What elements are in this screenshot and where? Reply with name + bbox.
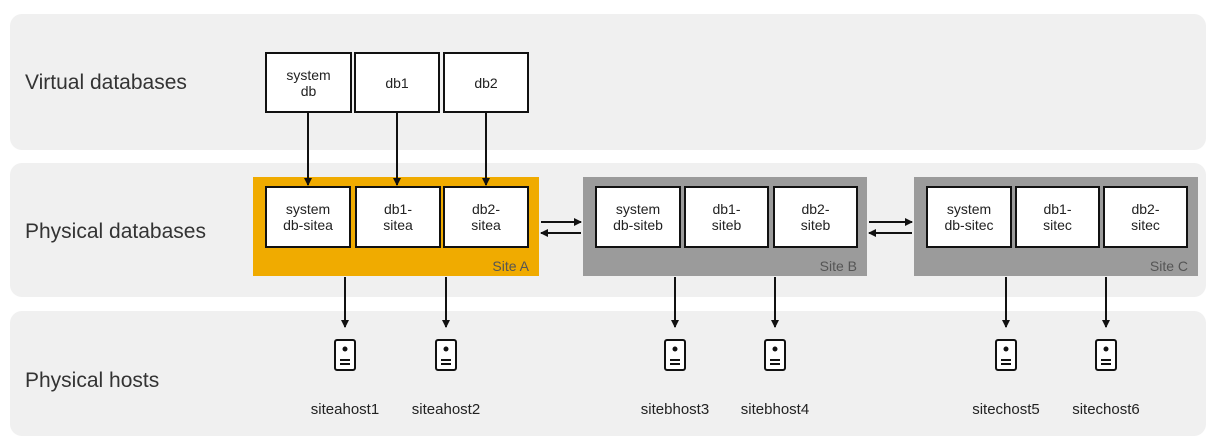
server-icon bbox=[334, 339, 356, 371]
physical-db-db2-sitec: db2- sitec bbox=[1103, 186, 1188, 248]
host-label-3: sitebhost3 bbox=[640, 401, 710, 418]
physical-db-db2-siteb: db2- siteb bbox=[773, 186, 858, 248]
physical-db-systemdb-siteb: system db-siteb bbox=[595, 186, 681, 248]
host-label-5: sitechost5 bbox=[972, 401, 1040, 418]
virtual-databases-band bbox=[10, 14, 1206, 150]
server-icon bbox=[1095, 339, 1117, 371]
physical-db-db2-sitea: db2- sitea bbox=[443, 186, 529, 248]
physical-databases-label: Physical databases bbox=[25, 220, 206, 243]
physical-db-systemdb-sitec: system db-sitec bbox=[926, 186, 1012, 248]
virtual-databases-label: Virtual databases bbox=[25, 71, 187, 94]
server-icon bbox=[764, 339, 786, 371]
physical-db-db1-sitec: db1- sitec bbox=[1015, 186, 1100, 248]
server-icon bbox=[664, 339, 686, 371]
virtual-db-db1: db1 bbox=[354, 52, 440, 113]
site-b-label: Site B bbox=[819, 258, 857, 274]
site-a-label: Site A bbox=[492, 258, 529, 274]
physical-hosts-label: Physical hosts bbox=[25, 369, 160, 392]
host-label-4: sitebhost4 bbox=[740, 401, 810, 418]
virtual-db-db2: db2 bbox=[443, 52, 529, 113]
host-label-6: sitechost6 bbox=[1072, 401, 1140, 418]
site-c-label: Site C bbox=[1149, 258, 1188, 274]
server-icon bbox=[995, 339, 1017, 371]
physical-db-db1-siteb: db1- siteb bbox=[684, 186, 769, 248]
host-label-2: siteahost2 bbox=[411, 401, 481, 418]
physical-db-db1-sitea: db1- sitea bbox=[355, 186, 441, 248]
server-icon bbox=[435, 339, 457, 371]
physical-db-systemdb-sitea: system db-sitea bbox=[265, 186, 351, 248]
physical-hosts-band bbox=[10, 311, 1206, 436]
virtual-db-systemdb: system db bbox=[265, 52, 352, 113]
host-label-1: siteahost1 bbox=[310, 401, 380, 418]
